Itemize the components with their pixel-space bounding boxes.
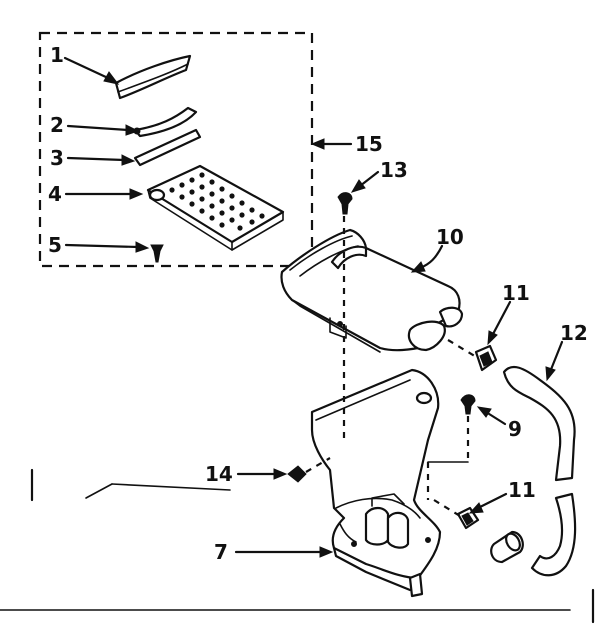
part-12-hose <box>502 365 577 577</box>
kit-group-box <box>38 31 314 268</box>
part-11-clamp-upper <box>474 344 498 372</box>
callout-13: 13 <box>380 158 408 182</box>
callout-7: 7 <box>214 540 228 564</box>
part-13-screw <box>337 192 353 215</box>
leader-arrows <box>63 56 564 558</box>
callout-4: 4 <box>48 182 62 206</box>
part-4-screen <box>146 164 285 251</box>
callout-10: 10 <box>436 225 464 249</box>
callout-15: 15 <box>355 132 383 156</box>
part-2-clip <box>133 106 198 138</box>
callout-2: 2 <box>50 113 64 137</box>
part-5-screw <box>150 244 164 263</box>
callout-11-upper: 11 <box>502 281 530 305</box>
callout-1: 1 <box>50 43 64 67</box>
callout-11-lower: 11 <box>508 478 536 502</box>
callout-9: 9 <box>508 417 522 441</box>
part-7-bracket <box>310 368 442 598</box>
callout-3: 3 <box>50 146 64 170</box>
part-3-bar <box>133 128 202 167</box>
callout-14: 14 <box>205 462 233 486</box>
hose-connector-piece <box>490 530 524 564</box>
part-1-cover <box>114 54 192 100</box>
callout-5: 5 <box>48 233 62 257</box>
callout-12: 12 <box>560 321 588 345</box>
page-marks <box>0 468 595 624</box>
part-10-housing <box>280 228 464 353</box>
part-14-block <box>287 465 307 483</box>
part-9-screw <box>460 394 476 415</box>
assembly-guide-lines <box>305 216 479 517</box>
